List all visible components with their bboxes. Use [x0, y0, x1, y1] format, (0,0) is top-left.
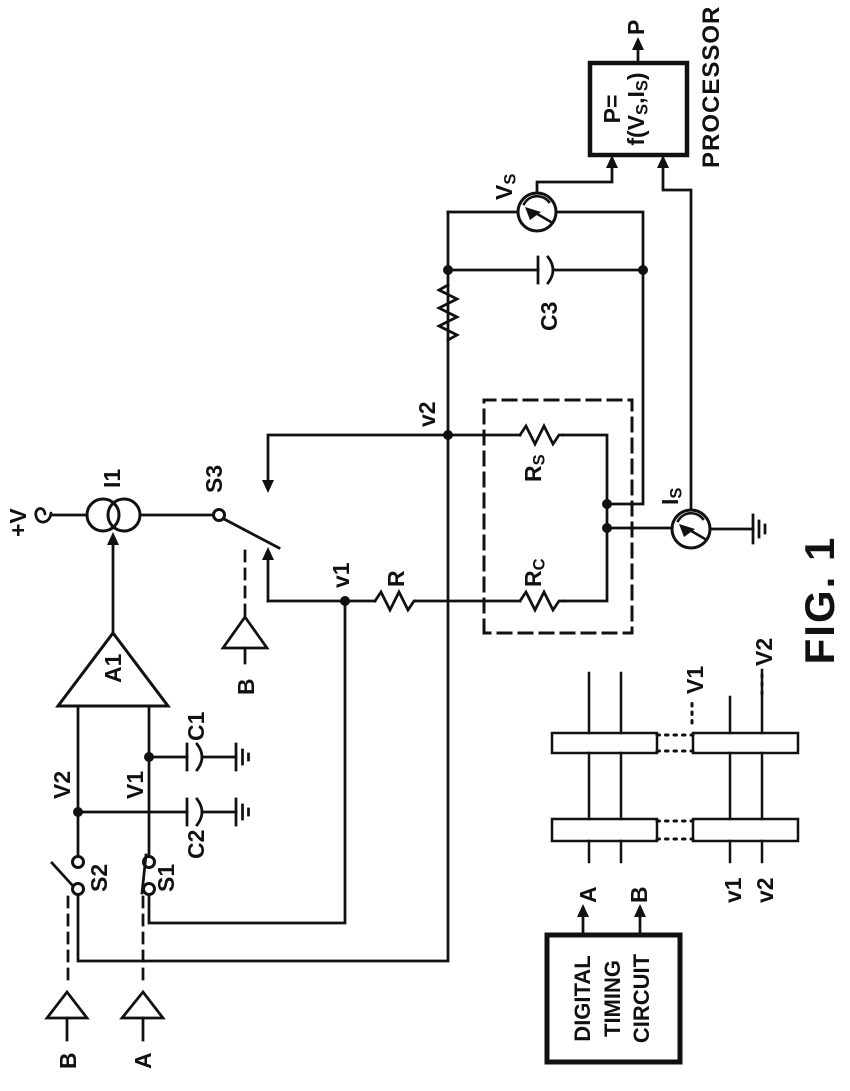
junction-dot — [602, 523, 612, 533]
arrowhead-processor-output — [632, 37, 644, 50]
arrowhead-is-processor — [657, 155, 669, 168]
s3-label: S3 — [201, 464, 227, 493]
arrowhead-s3-v1 — [262, 547, 274, 560]
buffer-b-mid-label: B — [233, 678, 259, 695]
electrode-matrix — [550, 668, 800, 864]
c3-label: C3 — [536, 301, 562, 331]
matrix-v2-label: v2 — [752, 877, 778, 903]
plusv-label: +V — [5, 508, 31, 537]
resistor-sense — [435, 283, 461, 342]
is-needle-arrowhead — [679, 524, 695, 537]
wire-vs-processor — [535, 161, 614, 195]
capacitor-c2 — [185, 797, 204, 827]
r-label: R — [383, 570, 409, 587]
c2-label: C2 — [183, 829, 209, 859]
matrix-b-label: B — [626, 886, 652, 903]
a1-opamp-icon — [54, 630, 172, 708]
figure-caption: FIG. 1 — [796, 535, 843, 665]
wire-v2-branch — [266, 433, 450, 488]
processor-text: P= f(VS,IS) — [599, 72, 652, 146]
matrix-v1-label: v1 — [720, 877, 746, 903]
matrix-v2cap-label: V2 — [751, 637, 777, 666]
v1-node-label: v1 — [328, 562, 354, 588]
resistor-rs — [518, 422, 565, 448]
s2-label: S2 — [86, 863, 112, 892]
resistor-rc — [518, 588, 565, 614]
sensor-dashed-box — [482, 398, 634, 635]
junction-dot — [340, 596, 350, 606]
v1-input-label: V1 — [122, 770, 148, 799]
buffer-b-label: B — [55, 1052, 81, 1069]
s1-label: S1 — [153, 863, 179, 892]
junction-dot — [73, 807, 83, 817]
resistor-r — [373, 588, 417, 614]
plusv-squiggle — [34, 507, 53, 524]
junction-dot — [443, 430, 453, 440]
junction-dot — [443, 265, 453, 275]
buffer-a-label: A — [130, 1052, 156, 1069]
buffer-b-icon — [44, 989, 90, 1020]
buffer-a-icon — [119, 989, 166, 1020]
wire-is-processor — [661, 161, 693, 512]
buffer-b-mid-icon — [220, 614, 270, 650]
rs-label: RS — [520, 454, 549, 482]
rc-label: RC — [520, 558, 549, 587]
arrowhead-a1-i1 — [107, 532, 119, 545]
wire-s1-return — [147, 599, 347, 925]
s1-blade — [140, 853, 148, 895]
matrix-bar — [550, 817, 659, 843]
processor-output-label: P — [623, 19, 649, 35]
c1-label: C1 — [183, 711, 209, 741]
vs-needle-arrowhead — [525, 207, 541, 220]
s2-blade — [50, 861, 75, 888]
i1-current-source-icon — [85, 497, 142, 533]
processor-caption: PROCESSOR — [698, 5, 725, 168]
wire-v1-column — [266, 433, 609, 603]
arrowhead-timing-b — [634, 904, 646, 917]
vs-label: VS — [491, 173, 520, 200]
capacitor-c3 — [536, 255, 555, 285]
matrix-bar — [550, 731, 659, 755]
s3-blade — [222, 517, 281, 550]
wire-v2-bus — [76, 210, 450, 963]
s2-terminal-right — [71, 855, 85, 869]
matrix-bar — [691, 817, 800, 843]
a1-label: A1 — [100, 653, 126, 683]
matrix-dotted-continuation — [655, 733, 695, 841]
is-label: IS — [657, 487, 686, 505]
arrowhead-s3-v2 — [262, 480, 274, 493]
arrowhead-timing-a — [577, 904, 589, 917]
timing-circuit-box — [544, 932, 683, 1065]
s2-terminal-left — [71, 882, 85, 896]
junction-dot — [144, 752, 154, 762]
timing-circuit-text: DIGITAL TIMING CIRCUIT — [570, 953, 655, 1044]
wire-vs-branch — [446, 210, 645, 506]
v2-input-label: V2 — [49, 770, 75, 799]
wire-is-branch — [605, 526, 755, 531]
capacitor-c1 — [185, 742, 204, 772]
s3-pole-terminal — [212, 508, 226, 522]
ground-c2-icon — [234, 797, 250, 827]
v2-node-label: v2 — [414, 401, 440, 427]
matrix-v1cap-label: V1 — [682, 665, 708, 694]
matrix-a-label: A — [575, 886, 601, 903]
junction-dots — [73, 265, 648, 817]
junction-dot — [638, 265, 648, 275]
arrowhead-vs-processor — [606, 155, 618, 168]
ground-c1-icon — [234, 742, 250, 772]
junction-dot — [602, 499, 612, 509]
i1-label: I1 — [99, 468, 125, 488]
ground-is-icon — [751, 513, 767, 545]
matrix-bar — [691, 731, 800, 755]
